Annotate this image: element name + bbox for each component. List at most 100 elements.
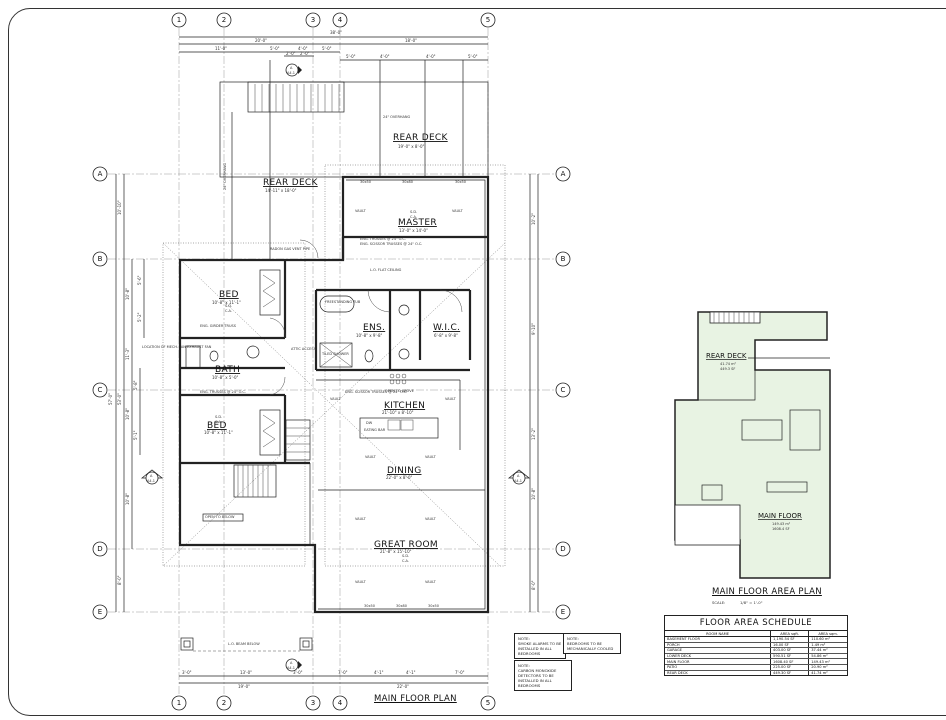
svg-text:24" OVERHANG: 24" OVERHANG: [223, 162, 227, 190]
cell-room: MAIN FLOOR: [665, 658, 772, 665]
svg-text:A: A: [517, 474, 520, 478]
svg-text:14'-11" x 18'-0": 14'-11" x 18'-0": [265, 188, 297, 193]
svg-text:LOCATION OF MECH. FAN EXHAUST: LOCATION OF MECH. FAN EXHAUST FAN: [142, 345, 212, 349]
schedule-header-row: ROOM NAME AREA sqft. AREA sqm.: [665, 631, 847, 637]
svg-text:VAULT: VAULT: [452, 209, 464, 213]
svg-text:B: B: [561, 255, 566, 263]
svg-text:BED: BED: [219, 290, 239, 300]
floor-area-schedule: FLOOR AREA SCHEDULE ROOM NAME AREA sqft.…: [664, 615, 848, 677]
svg-text:10'-8": 10'-8": [531, 488, 536, 500]
svg-text:7'-0": 7'-0": [455, 670, 465, 675]
svg-text:30x80: 30x80: [402, 180, 413, 184]
exterior-walls: [178, 175, 490, 614]
svg-text:W.I.C.: W.I.C.: [433, 323, 460, 333]
cell-sqft: 590.51 SF: [770, 653, 810, 660]
svg-text:5: 5: [486, 16, 490, 24]
svg-text:3'-0": 3'-0": [182, 670, 192, 675]
svg-text:A: A: [290, 661, 293, 665]
note-label: NOTE:: [567, 636, 579, 641]
svg-text:5'-0": 5'-0": [270, 46, 280, 51]
svg-text:10'-10": 10'-10": [117, 200, 122, 215]
svg-text:E: E: [98, 608, 102, 616]
svg-text:1: 1: [177, 699, 181, 707]
svg-text:7'-0": 7'-0": [338, 670, 348, 675]
svg-text:ENG. TRUSSES @ 24" O.C.: ENG. TRUSSES @ 24" O.C.: [360, 237, 406, 241]
svg-text:ENG. SCISSOR TRUSSES @ 24" O.C: ENG. SCISSOR TRUSSES @ 24" O.C.: [360, 242, 422, 246]
svg-text:DINING: DINING: [387, 466, 421, 476]
rear-deck-structure: 24" OVERHANG 24" OVERHANG: [219, 60, 489, 260]
svg-text:4: 4: [338, 16, 343, 24]
svg-text:4'-1": 4'-1": [406, 670, 416, 675]
svg-text:E: E: [561, 608, 565, 616]
svg-text:GREAT ROOM: GREAT ROOM: [374, 540, 438, 550]
svg-text:20'-0": 20'-0": [255, 38, 267, 43]
svg-text:EATING BAR: EATING BAR: [364, 428, 386, 432]
header-room-name: ROOM NAME: [665, 631, 772, 637]
room-labels: REAR DECK 19'-0" x 8'-0" REAR DECK 14'-1…: [204, 133, 460, 554]
svg-text:4'-1": 4'-1": [374, 670, 384, 675]
svg-text:VAULT: VAULT: [425, 455, 437, 459]
svg-text:4: 4: [338, 699, 343, 707]
svg-text:3: 3: [311, 16, 315, 24]
svg-text:TILED SHOWER: TILED SHOWER: [321, 352, 349, 356]
svg-text:13'-0" x 14'-0": 13'-0" x 14'-0": [399, 228, 428, 233]
deck-stair-treads: [254, 84, 340, 112]
svg-text:ENG. TRUSSES @ 24" O.C.: ENG. TRUSSES @ 24" O.C.: [200, 390, 246, 394]
svg-text:5'-6": 5'-6": [137, 275, 142, 285]
cell-sqm: 54.86 m²: [808, 653, 847, 660]
svg-text:10'-8": 10'-8": [125, 408, 130, 420]
svg-text:21'-10" x 8'-10": 21'-10" x 8'-10": [382, 410, 414, 415]
svg-text:11'-3": 11'-3": [125, 348, 130, 360]
svg-text:A: A: [290, 66, 293, 70]
cell-sqm: 37.44 m²: [808, 647, 847, 654]
cell-room: GARAGE: [665, 647, 772, 654]
cell-room: BASEMENT FLOOR: [665, 636, 772, 643]
svg-text:19'-0" x 8'-0": 19'-0" x 8'-0": [398, 144, 425, 149]
cell-room: PORCH: [665, 642, 772, 649]
svg-text:A: A: [98, 170, 103, 178]
svg-text:FREESTANDING TUB: FREESTANDING TUB: [325, 300, 361, 304]
svg-text:10'-8" x 9'-8": 10'-8" x 9'-8": [356, 333, 383, 338]
bottom-dimensions: 19'-0" 22'-0" 3'-0" 13'-0" 3'-0" 7'-0" 4…: [179, 670, 488, 689]
right-dimensions: 10'-2" 9'-10" 13'-2" 10'-8" 8'-0": [529, 174, 539, 612]
svg-text:19'-0": 19'-0": [238, 684, 250, 689]
svg-text:A4.1: A4.1: [287, 71, 295, 75]
svg-text:ENG. SCISSOR TRUSSES @ 24" O.C: ENG. SCISSOR TRUSSES @ 24" O.C.: [345, 390, 407, 394]
svg-text:22'-0" x 8'-0": 22'-0" x 8'-0": [386, 475, 413, 480]
svg-text:KITCHEN: KITCHEN: [384, 401, 425, 411]
svg-text:RADON GAS VENT PIPE: RADON GAS VENT PIPE: [270, 247, 310, 251]
left-dimensions: 10'-10" 10'-8" 11'-3" 57'-0" 53'-0" 10'-…: [108, 174, 212, 612]
cell-sqm: 149.43 m²: [808, 658, 847, 665]
interior-walls: [180, 235, 488, 652]
svg-text:VAULT: VAULT: [425, 517, 437, 521]
svg-text:2: 2: [222, 699, 226, 707]
svg-text:5'-8": 5'-8": [133, 380, 138, 390]
header-area-sqm: AREA sqm.: [808, 631, 847, 637]
roof-overhang-outline: [162, 164, 506, 567]
svg-text:30x50: 30x50: [364, 604, 375, 608]
cell-room: LOWER DECK: [665, 653, 772, 660]
svg-text:8'-0": 8'-0": [117, 575, 122, 585]
main-floor-area-plan: REAR DECK 41.74 m² 449.3 SF MAIN FLOOR 1…: [674, 311, 831, 579]
grid-bubbles-right: A B C D E: [555, 166, 571, 620]
svg-text:MASTER: MASTER: [398, 218, 437, 228]
cell-sqm: 41.74 m²: [811, 670, 828, 675]
svg-text:149.43 m²: 149.43 m²: [772, 522, 791, 526]
svg-text:24" OVERHANG: 24" OVERHANG: [383, 115, 411, 119]
svg-text:C.A.: C.A.: [410, 215, 417, 219]
svg-text:5'-1": 5'-1": [133, 430, 138, 440]
svg-text:A4.1: A4.1: [514, 479, 522, 483]
svg-text:VAULT: VAULT: [445, 397, 457, 401]
svg-text:13'-0": 13'-0": [240, 670, 252, 675]
cell-sqm: 1.49 m²: [808, 642, 847, 649]
cell-sqft: 225.00 SF: [770, 664, 810, 671]
svg-text:4'-0": 4'-0": [298, 46, 308, 51]
svg-text:449.3 SF: 449.3 SF: [720, 367, 735, 371]
svg-text:ATTIC ACCESS: ATTIC ACCESS: [291, 347, 317, 351]
svg-text:9'-10": 9'-10": [531, 323, 536, 335]
svg-text:D: D: [560, 545, 565, 553]
svg-text:C.A.: C.A.: [215, 420, 222, 424]
